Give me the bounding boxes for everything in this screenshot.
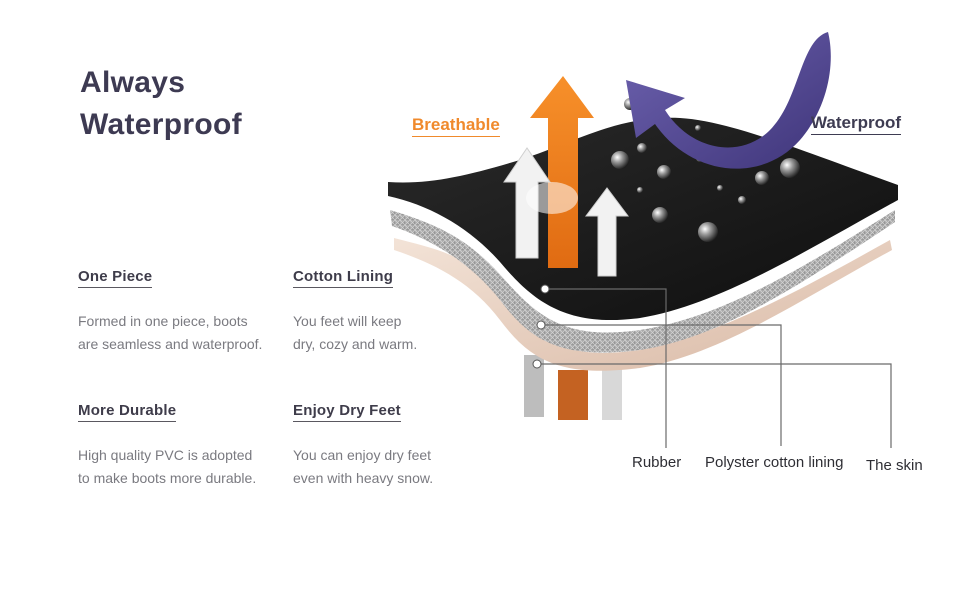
layer-label-skin: The skin: [866, 457, 923, 474]
feature-heading: Enjoy Dry Feet: [293, 402, 401, 422]
feature-enjoy-dry-feet: Enjoy Dry Feet You can enjoy dry feet ev…: [293, 402, 493, 490]
waterproof-arrow-icon: [626, 32, 831, 169]
breathable-arrows-icon: [503, 76, 629, 277]
feature-heading: More Durable: [78, 402, 177, 422]
breathable-label: Breathable: [412, 115, 500, 137]
page-title: Always Waterproof: [80, 62, 242, 146]
page-title-line-1: Always: [80, 66, 186, 99]
feature-description: You can enjoy dry feet even with heavy s…: [293, 447, 434, 486]
feature-heading: Cotton Lining: [293, 268, 394, 288]
feature-heading: One Piece: [78, 268, 153, 288]
feature-one-piece: One Piece Formed in one piece, boots are…: [78, 268, 278, 356]
lining-layer: [390, 210, 895, 353]
feature-description: Formed in one piece, boots are seamless …: [78, 313, 263, 352]
skin-layer: [394, 238, 892, 371]
layer-label-rubber: Rubber: [632, 454, 682, 471]
layer-cross-section-posts: [524, 355, 622, 420]
feature-more-durable: More Durable High quality PVC is adopted…: [78, 402, 278, 490]
leader-markers: [532, 284, 550, 369]
waterproof-label: Waterproof: [811, 113, 902, 135]
feature-description: High quality PVC is adopted to make boot…: [78, 447, 257, 486]
feature-cotton-lining: Cotton Lining You feet will keep dry, co…: [293, 268, 493, 356]
layer-label-lining: Polyster cotton lining: [705, 454, 844, 471]
leader-lines: [537, 288, 892, 448]
feature-description: You feet will keep dry, cozy and warm.: [293, 313, 418, 352]
page-title-line-2: Waterproof: [80, 108, 242, 141]
